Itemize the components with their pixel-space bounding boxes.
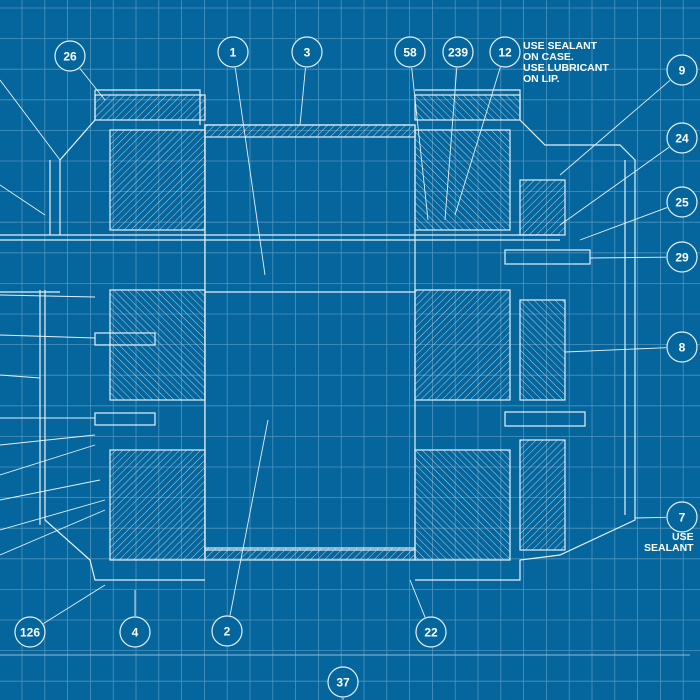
callout-number: 8 — [679, 341, 686, 355]
leader-line — [0, 374, 41, 379]
drum-body — [204, 124, 416, 551]
callout-number: 239 — [448, 46, 468, 60]
callout-balloon-3: 3 — [291, 36, 323, 68]
leader-line-29 — [589, 256, 667, 259]
callout-balloon-1: 1 — [217, 36, 249, 68]
callout-balloon-239: 239 — [442, 36, 474, 68]
leader-line-12 — [454, 67, 501, 216]
leader-line — [0, 444, 96, 476]
leader-line-7 — [634, 516, 667, 519]
callout-number: 4 — [132, 626, 139, 640]
callout-number: 3 — [304, 46, 311, 60]
leader-line-2 — [229, 419, 269, 616]
callout-number: 126 — [20, 626, 40, 640]
callout-number: 12 — [498, 46, 512, 60]
leader-line — [0, 479, 101, 501]
callout-number: 1 — [230, 46, 237, 60]
leader-line-58 — [411, 67, 429, 221]
drum-bottom-wall — [204, 547, 416, 561]
callout-balloon-8: 8 — [666, 331, 698, 363]
leader-line-9 — [559, 80, 671, 176]
callout-number: 25 — [675, 196, 689, 210]
callout-balloon-37: 37 — [327, 666, 359, 698]
callout-balloon-58: 58 — [394, 36, 426, 68]
leader-line-126 — [43, 584, 106, 624]
callout-balloon-2: 2 — [211, 615, 243, 647]
leader-line-3 — [299, 67, 306, 126]
callout-number: 2 — [224, 625, 231, 639]
leader-line — [0, 499, 106, 531]
drum-top-wall — [204, 124, 416, 138]
callout-number: 9 — [679, 64, 686, 78]
leader-line — [0, 434, 96, 446]
leader-line-22 — [409, 579, 426, 618]
leader-line — [0, 184, 46, 216]
callout-number: 29 — [675, 251, 689, 265]
callout-balloon-12: 12 — [489, 36, 521, 68]
leader-line-8 — [564, 347, 667, 353]
note-sealant-lubricant: USE SEALANT ON CASE. USE LUBRICANT ON LI… — [523, 40, 609, 85]
callout-number: 58 — [403, 46, 417, 60]
callout-balloon-25: 25 — [666, 186, 698, 218]
callout-number: 7 — [679, 511, 686, 525]
leader-line — [0, 334, 96, 339]
callout-number: 22 — [424, 626, 438, 640]
callout-balloon-9: 9 — [666, 54, 698, 86]
callout-number: 37 — [336, 676, 350, 690]
leader-line-239 — [444, 67, 458, 221]
leader-line — [0, 294, 96, 298]
leader-line-1 — [234, 67, 266, 276]
leader-line — [0, 79, 61, 161]
leader-line-25 — [579, 207, 668, 241]
callout-balloon-4: 4 — [119, 616, 151, 648]
callout-number: 26 — [63, 50, 77, 64]
leader-line-24 — [559, 146, 670, 226]
note-sealant-7: USE SEALANT — [644, 531, 694, 554]
callout-balloon-24: 24 — [666, 122, 698, 154]
callout-balloon-126: 126 — [14, 616, 46, 648]
callout-balloon-26: 26 — [54, 40, 86, 72]
callout-number: 24 — [675, 132, 689, 146]
callout-balloon-22: 22 — [415, 616, 447, 648]
callout-balloon-7: 7 — [666, 501, 698, 533]
leader-line — [0, 509, 106, 556]
callout-balloon-29: 29 — [666, 241, 698, 273]
leader-line-26 — [79, 68, 106, 101]
